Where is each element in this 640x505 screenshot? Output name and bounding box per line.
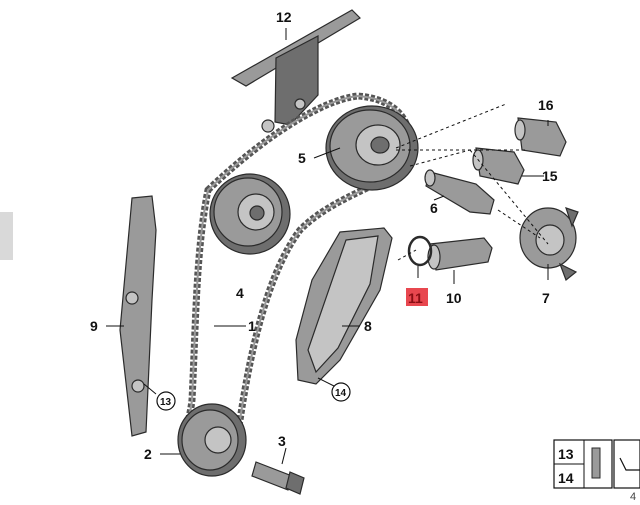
part-11-sealing-ring[interactable] bbox=[407, 235, 433, 267]
part-16-solenoid[interactable] bbox=[514, 117, 567, 157]
circled-callout-14: 14 bbox=[331, 382, 351, 402]
legend-box: 13 14 bbox=[553, 439, 640, 489]
leader-lines bbox=[106, 28, 549, 465]
callout-6: 6 bbox=[430, 200, 438, 216]
legend-row-13: 13 bbox=[558, 446, 574, 462]
callout-3: 3 bbox=[278, 433, 286, 449]
callout-4: 4 bbox=[236, 285, 244, 301]
callout-16: 16 bbox=[538, 97, 554, 113]
part-7-vanos-unit[interactable] bbox=[519, 207, 579, 281]
corner-text: 4 bbox=[630, 491, 636, 503]
part-4-camshaft-sprocket[interactable] bbox=[209, 173, 291, 255]
callout-11-highlight[interactable]: 11 bbox=[406, 288, 428, 306]
part-3-bolt[interactable] bbox=[251, 461, 305, 495]
callout-15: 15 bbox=[542, 168, 558, 184]
callout-9: 9 bbox=[90, 318, 98, 334]
svg-text:14: 14 bbox=[335, 388, 347, 399]
callout-8: 8 bbox=[364, 318, 372, 334]
callout-10: 10 bbox=[446, 290, 462, 306]
part-8-chain-guide[interactable] bbox=[295, 227, 393, 385]
callout-11: 11 bbox=[408, 290, 423, 306]
callout-2: 2 bbox=[144, 446, 152, 462]
part-10-chain-tensioner[interactable] bbox=[427, 237, 493, 271]
callout-1: 1 bbox=[248, 318, 256, 334]
callout-5: 5 bbox=[298, 150, 306, 166]
part-12-guide-rail[interactable] bbox=[230, 9, 361, 133]
part-5-camshaft-sprocket[interactable] bbox=[325, 105, 419, 191]
svg-text:13: 13 bbox=[160, 397, 172, 408]
part-1-timing-chain[interactable] bbox=[184, 92, 414, 455]
callout-12: 12 bbox=[276, 9, 292, 25]
left-scroll-tab bbox=[0, 212, 13, 260]
part-15-solenoid[interactable] bbox=[472, 147, 525, 185]
circled-callout-13: 13 bbox=[156, 391, 176, 411]
part-6-solenoid-valve[interactable] bbox=[424, 169, 495, 215]
part-9-tensioner-rail[interactable] bbox=[119, 195, 157, 437]
part-2-crankshaft-sprocket[interactable] bbox=[177, 403, 247, 477]
legend-row-14: 14 bbox=[558, 470, 574, 486]
callout-7: 7 bbox=[542, 290, 550, 306]
assembly-lines bbox=[395, 103, 549, 261]
